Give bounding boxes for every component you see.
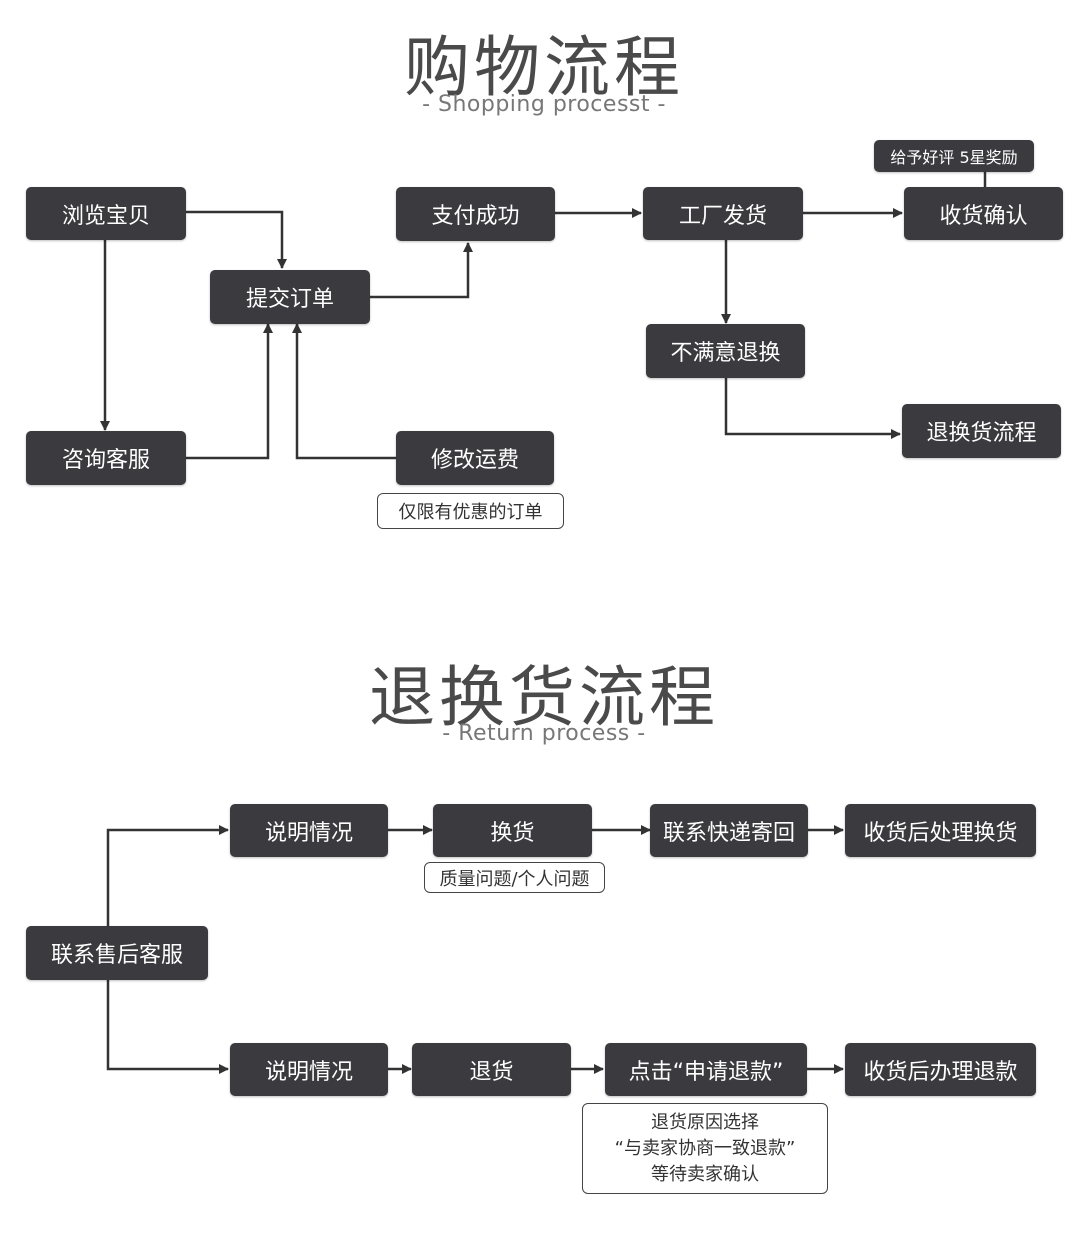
node-return-flow: 退换货流程 (902, 404, 1061, 458)
node-exchange: 换货 (433, 804, 592, 857)
node-browse: 浏览宝贝 (26, 187, 186, 240)
node-return-goods: 退货 (412, 1043, 571, 1096)
arrow-submit-to-pay (370, 242, 473, 299)
node-apply-refund: 点击“申请退款” (605, 1043, 807, 1096)
returns-title: 退换货流程 (369, 659, 719, 736)
arrow-contact-to-explain-bottom (106, 980, 229, 1074)
note-discount-only: 仅限有优惠的订单 (377, 493, 564, 529)
arrow-unsatisfied-to-returnflow (724, 378, 901, 439)
note-exchange-reason: 质量问题/个人问题 (424, 862, 605, 893)
node-consult: 咨询客服 (26, 431, 186, 485)
node-factory-ship: 工厂发货 (643, 187, 803, 240)
arrow-modify-to-submit (292, 323, 396, 460)
note-refund-instructions: 退货原因选择 “与卖家协商一致退款” 等待卖家确认 (582, 1103, 828, 1194)
arrow-browse-to-submit (186, 210, 287, 269)
node-confirm-receipt: 收货确认 (904, 187, 1063, 240)
note-refund-line-2: “与卖家协商一致退款” (614, 1137, 796, 1159)
node-explain-top: 说明情况 (230, 804, 388, 857)
node-unsatisfied-return: 不满意退换 (646, 324, 805, 378)
arrow-consult-to-submit (186, 323, 273, 460)
node-contact-courier: 联系快递寄回 (650, 804, 808, 857)
arrow-contact-to-explain-top (106, 825, 229, 926)
node-pay-success: 支付成功 (396, 187, 555, 241)
shopping-title: 购物流程 (404, 29, 684, 106)
node-process-exchange: 收货后处理换货 (845, 804, 1036, 857)
node-explain-bottom: 说明情况 (230, 1043, 388, 1096)
node-modify-shipping: 修改运费 (396, 431, 554, 485)
node-contact-aftersales: 联系售后客服 (26, 926, 208, 980)
note-refund-line-1: 退货原因选择 (651, 1111, 759, 1133)
node-process-refund: 收货后办理退款 (845, 1043, 1036, 1096)
shopping-subtitle: - Shopping processt - (422, 92, 666, 117)
node-submit-order: 提交订单 (210, 270, 370, 324)
returns-subtitle: - Return process - (442, 721, 646, 746)
note-refund-line-3: 等待卖家确认 (651, 1163, 759, 1185)
node-rating-reward: 给予好评 5星奖励 (874, 140, 1034, 172)
